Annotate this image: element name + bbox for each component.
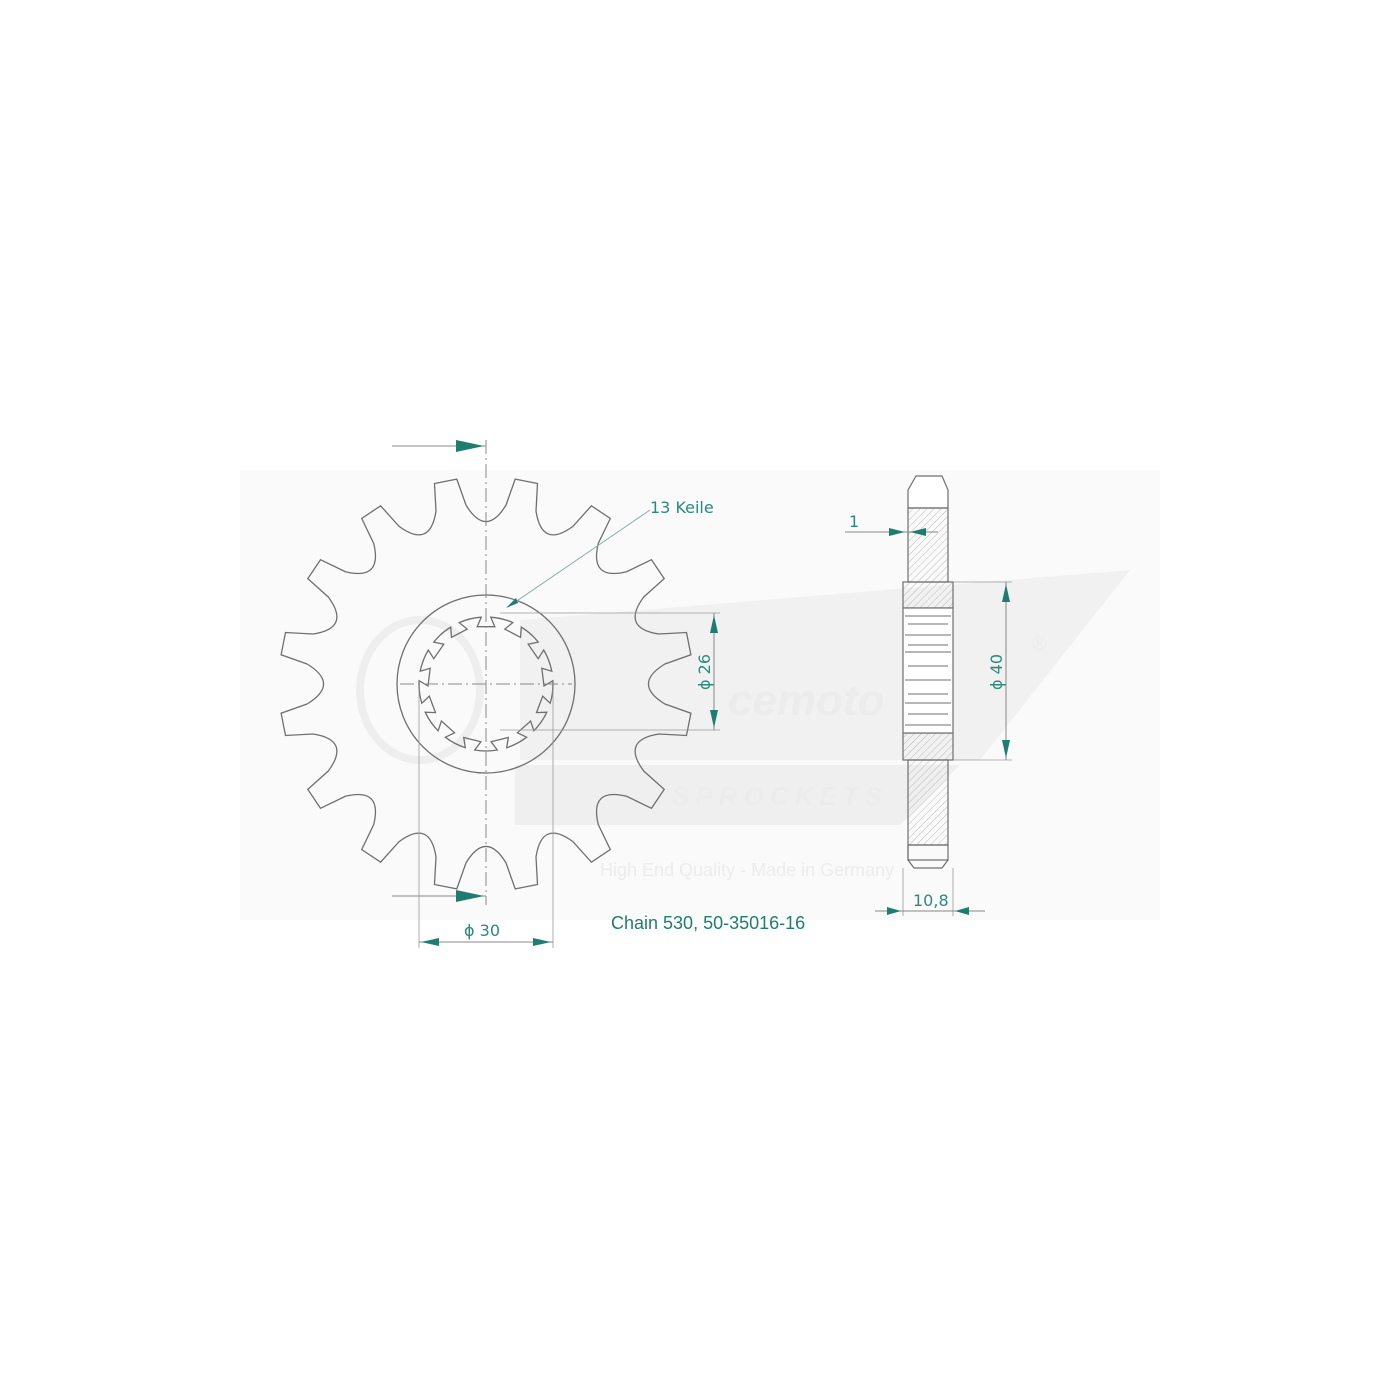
watermark-logo: cemoto ® SPROCKETS High End Quality - Ma… [240,470,1160,920]
splines-label: 13 Keile [650,498,714,517]
dim-label-offset: 1 [849,512,859,531]
section-arrow-bottom [456,890,484,902]
dim-label-40: ϕ 40 [987,654,1006,690]
dim-label-width: 10,8 [913,891,949,910]
sprocket-front-view: 13 Keile ϕ 26 ϕ 30 [280,440,720,948]
side-view-dimensions: 1 ϕ 40 10,8 [845,512,1012,916]
watermark-registered: ® [1032,633,1047,655]
watermark-brand: cemoto [728,676,884,725]
dim-label-26: ϕ 26 [695,654,714,690]
dim-label-30: ϕ 30 [464,921,500,940]
watermark-sub: SPROCKETS [672,781,888,811]
part-caption: Chain 530, 50-35016-16 [611,913,805,933]
section-arrow-top [456,440,484,452]
splines-leader-arrow [506,598,518,608]
spline-bore-outline [418,616,554,752]
sprocket-teeth-outline [280,478,692,890]
sprocket-side-view [902,475,954,869]
splines-leader [507,509,651,608]
watermark-tagline: High End Quality - Made in Germany [600,860,894,880]
